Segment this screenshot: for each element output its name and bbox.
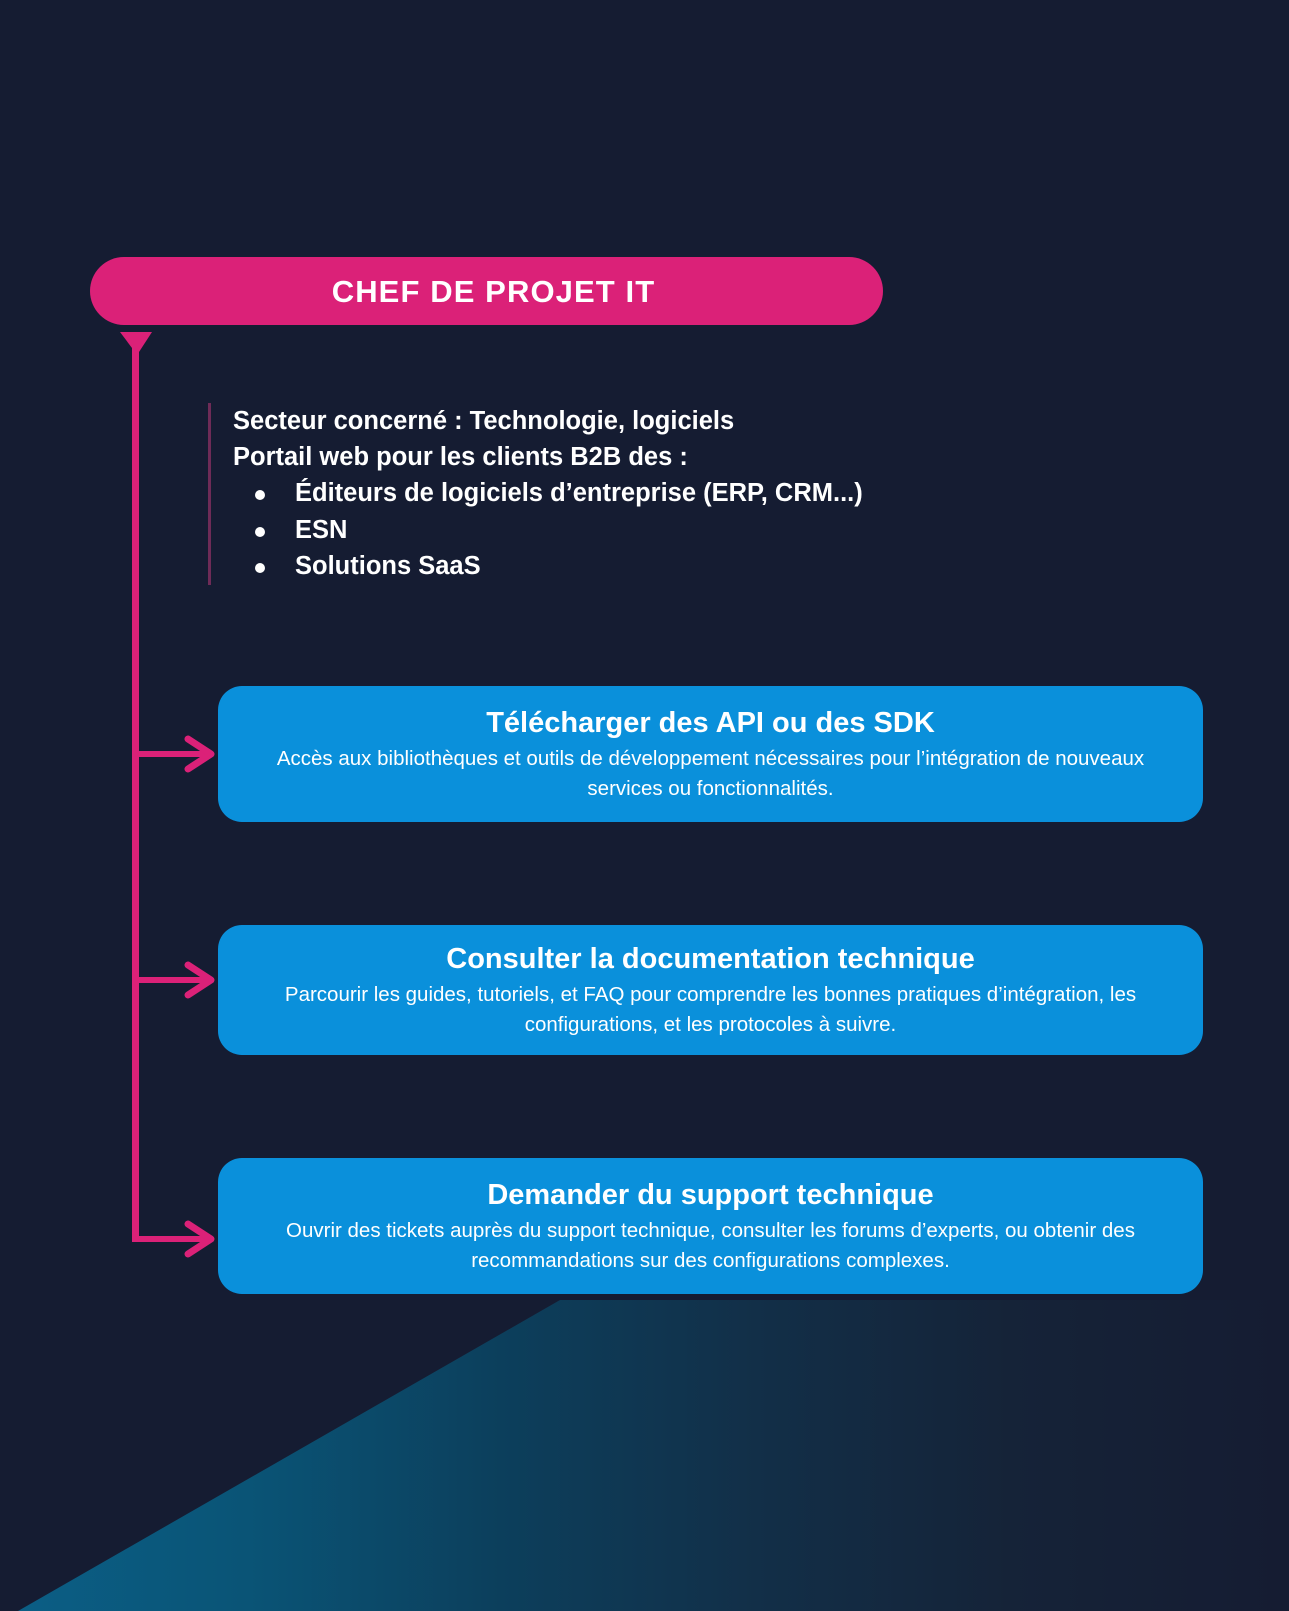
page-title: CHEF DE PROJET IT — [331, 273, 656, 309]
connector-funnel-icon — [120, 332, 152, 352]
sector-description-block: Secteur concerné : Technologie, logiciel… — [208, 403, 968, 585]
action-card-description: Accès aux bibliothèques et outils de dév… — [276, 747, 1145, 800]
branch-line-3 — [132, 1236, 207, 1242]
list-item-label: ESN — [295, 515, 348, 544]
bullet-dot-icon — [255, 563, 265, 573]
action-card-title: Consulter la documentation technique — [446, 943, 975, 975]
bullet-dot-icon — [255, 490, 265, 500]
list-item-label: Solutions SaaS — [295, 552, 481, 580]
action-card-download-api[interactable]: Télécharger des API ou des SDK Accès aux… — [218, 686, 1203, 822]
arrow-right-icon-2 — [184, 961, 215, 999]
action-card-support[interactable]: Demander du support technique Ouvrir des… — [218, 1158, 1203, 1294]
list-item: ESN — [233, 512, 968, 549]
action-card-documentation[interactable]: Consulter la documentation technique Par… — [218, 925, 1203, 1055]
arrow-right-icon-3 — [184, 1220, 215, 1258]
sector-client-list: Éditeurs de logiciels d’entreprise (ERP,… — [233, 475, 968, 585]
action-card-description: Ouvrir des tickets auprès du support tec… — [286, 1219, 1135, 1272]
action-card-title: Télécharger des API ou des SDK — [486, 707, 935, 739]
sector-line-portal: Portail web pour les clients B2B des : — [233, 443, 688, 471]
action-card-title: Demander du support technique — [487, 1179, 934, 1211]
bullet-dot-icon — [255, 526, 265, 537]
list-item: Solutions SaaS — [233, 548, 968, 585]
branch-line-1 — [132, 751, 207, 757]
role-title-pill: CHEF DE PROJET IT — [90, 257, 883, 325]
list-item: Éditeurs de logiciels d’entreprise (ERP,… — [233, 475, 968, 512]
sector-line-industry: Secteur concerné : Technologie, logiciel… — [233, 407, 735, 435]
arrow-right-icon-1 — [184, 735, 215, 773]
vertical-connector-line — [132, 344, 139, 1242]
branch-line-2 — [132, 977, 207, 983]
list-item-label: Éditeurs de logiciels d’entreprise (ERP,… — [295, 479, 863, 507]
action-card-description: Parcourir les guides, tutoriels, et FAQ … — [284, 983, 1137, 1036]
background-wedge-decoration — [18, 1300, 1289, 1611]
